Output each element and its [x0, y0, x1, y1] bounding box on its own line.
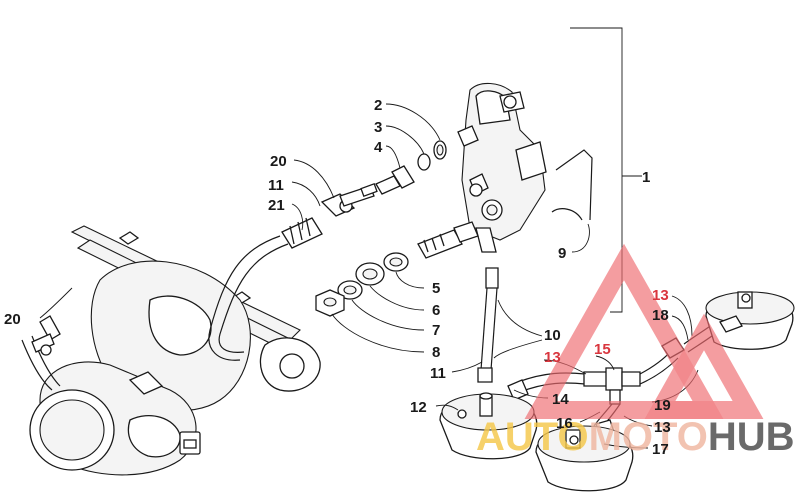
canister-17: [535, 425, 634, 492]
watermark-logo: AUTOMOTOHUB: [476, 243, 795, 459]
washer-3: [417, 153, 431, 171]
callout-11-lower: 11: [430, 365, 446, 382]
callout-20-left: 20: [4, 311, 21, 328]
callout-16: 16: [556, 415, 573, 432]
callout-2: 2: [374, 97, 382, 114]
vacuum-hose-upper: [208, 235, 281, 361]
watermark-text-auto: AUTOMOTOHUB: [476, 415, 795, 459]
callout-13-left: 13: [544, 349, 561, 366]
bracket-line-1: [570, 27, 642, 313]
callout-6: 6: [432, 302, 440, 319]
callout-labels: 1 2 3 4 5 6 7 8 9 10 11 11 12 13 13 13 1…: [4, 97, 671, 458]
callout-13-lower: 13: [654, 419, 671, 436]
callout-11-upper: 11: [268, 177, 284, 194]
callout-18: 18: [652, 307, 669, 324]
callout-13-right: 13: [652, 287, 669, 304]
callout-8: 8: [432, 344, 440, 361]
callout-21: 21: [268, 197, 285, 214]
hose-clamp-assembly: [281, 185, 375, 249]
callout-10: 10: [544, 327, 561, 344]
callout-20-upper: 20: [270, 153, 287, 170]
callout-9: 9: [558, 245, 566, 262]
callout-12: 12: [410, 399, 427, 416]
callout-1: 1: [642, 169, 650, 186]
callout-14: 14: [552, 391, 569, 408]
callout-5: 5: [432, 280, 440, 297]
fuel-pressure-regulator: [417, 82, 547, 259]
retaining-clip-9: [551, 149, 593, 221]
callout-3: 3: [374, 119, 382, 136]
callout-15: 15: [594, 341, 611, 358]
callout-4: 4: [374, 139, 383, 156]
throttle-body-assembly: [21, 225, 321, 476]
canister-12: [439, 392, 538, 460]
callout-17: 17: [652, 441, 669, 458]
canister-18: [705, 291, 795, 350]
callout-19: 19: [654, 397, 671, 414]
callout-7: 7: [432, 322, 440, 339]
